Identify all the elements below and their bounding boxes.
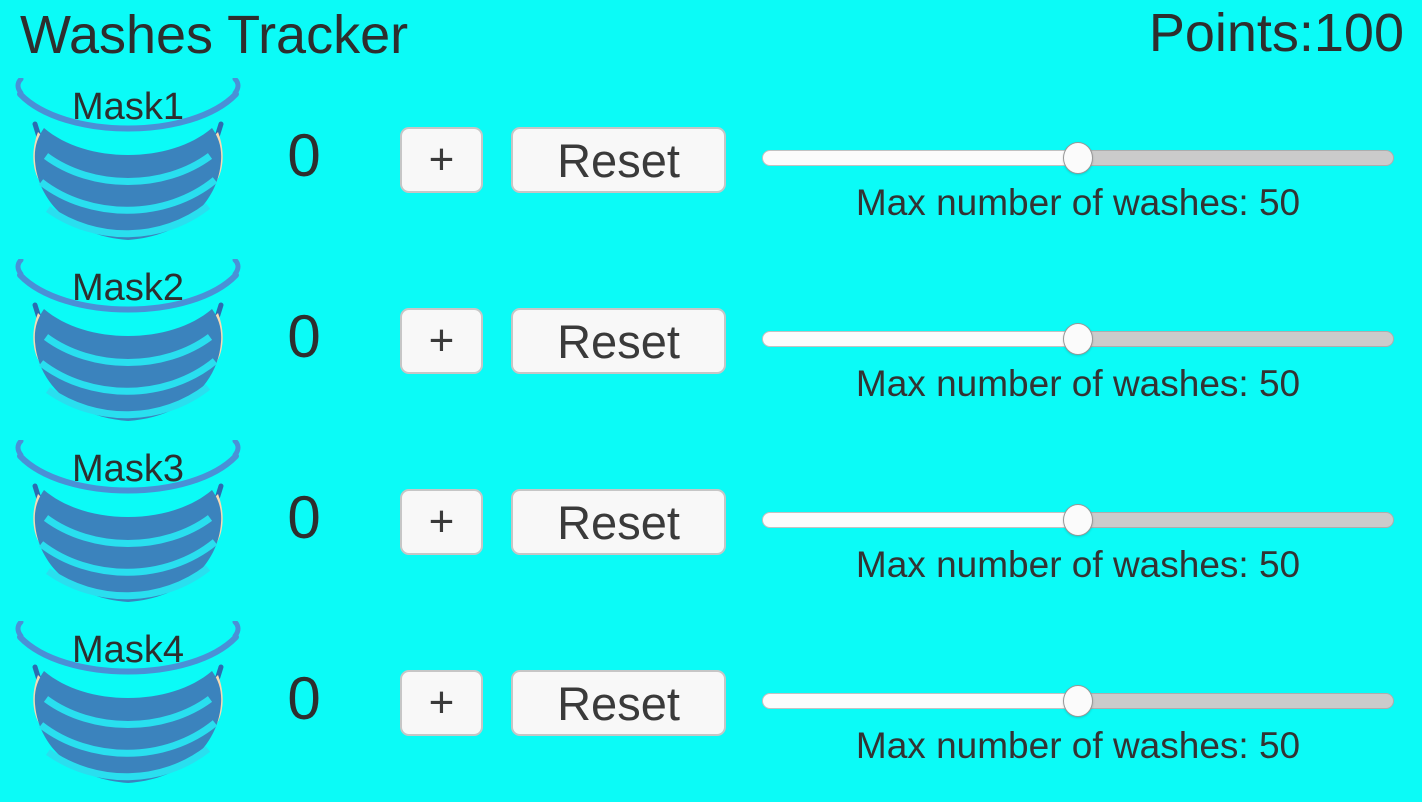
wash-count: 0 — [287, 484, 321, 551]
increment-button[interactable]: + — [400, 127, 483, 193]
mask-name-label: Mask1 — [72, 86, 184, 128]
mask-row: Mask2 0 + Reset Max number of washes: 50 — [0, 259, 1422, 440]
slider-thumb[interactable] — [1063, 504, 1093, 536]
increment-button[interactable]: + — [400, 489, 483, 555]
max-washes-slider[interactable] — [762, 323, 1394, 355]
max-washes-label: Max number of washes: 50 — [855, 544, 1301, 585]
reset-button[interactable]: Reset — [511, 308, 726, 374]
mask-image: Mask2 — [14, 259, 242, 429]
mask-row: Mask1 0 + Reset Max number of washes: 50 — [0, 78, 1422, 259]
slider-track-fill[interactable] — [762, 693, 1078, 709]
max-washes-slider[interactable] — [762, 142, 1394, 174]
slider-track-fill[interactable] — [762, 331, 1078, 347]
surgical-mask-icon — [15, 259, 241, 421]
mask-row: Mask4 0 + Reset Max number of washes: 50 — [0, 621, 1422, 802]
max-washes-label: Max number of washes: 50 — [855, 182, 1301, 223]
mask-row: Mask3 0 + Reset Max number of washes: 50 — [0, 440, 1422, 621]
slider-thumb[interactable] — [1063, 685, 1093, 717]
mask-name-label: Mask2 — [72, 267, 184, 309]
mask-image: Mask3 — [14, 440, 242, 610]
wash-count: 0 — [287, 303, 321, 370]
mask-name-label: Mask4 — [72, 629, 184, 671]
max-washes-label: Max number of washes: 50 — [855, 363, 1301, 404]
mask-name-label: Mask3 — [72, 448, 184, 490]
page-title: Washes Tracker — [20, 5, 409, 65]
max-washes-label: Max number of washes: 50 — [855, 725, 1301, 766]
slider-thumb[interactable] — [1063, 323, 1093, 355]
reset-button[interactable]: Reset — [511, 489, 726, 555]
slider-track-fill[interactable] — [762, 512, 1078, 528]
surgical-mask-icon — [15, 621, 241, 783]
surgical-mask-icon — [15, 440, 241, 602]
points-display: Points:100 — [1148, 3, 1404, 63]
reset-button[interactable]: Reset — [511, 670, 726, 736]
mask-image: Mask4 — [14, 621, 242, 791]
surgical-mask-icon — [15, 78, 241, 240]
slider-thumb[interactable] — [1063, 142, 1093, 174]
wash-count: 0 — [287, 122, 321, 189]
max-washes-slider[interactable] — [762, 685, 1394, 717]
mask-image: Mask1 — [14, 78, 242, 248]
increment-button[interactable]: + — [400, 670, 483, 736]
max-washes-slider[interactable] — [762, 504, 1394, 536]
reset-button[interactable]: Reset — [511, 127, 726, 193]
slider-track-fill[interactable] — [762, 150, 1078, 166]
increment-button[interactable]: + — [400, 308, 483, 374]
wash-count: 0 — [287, 665, 321, 732]
